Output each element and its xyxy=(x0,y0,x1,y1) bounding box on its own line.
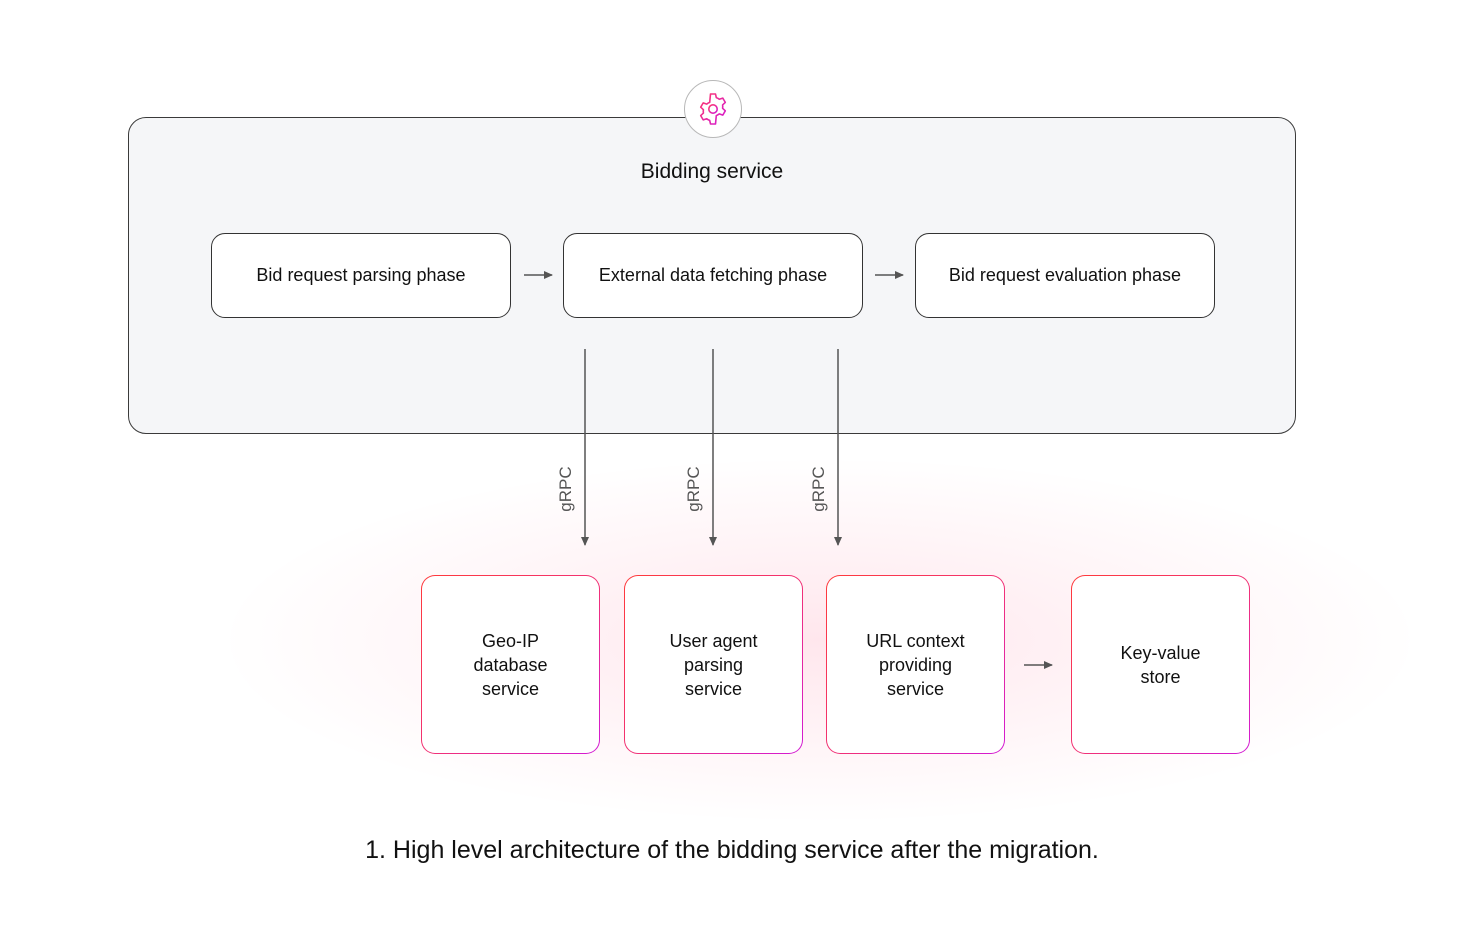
phase-external-data-fetching: External data fetching phase xyxy=(563,233,863,318)
service-label: Key-value store xyxy=(1120,642,1201,687)
figure-caption: 1. High level architecture of the biddin… xyxy=(365,836,1099,864)
grpc-label: gRPC xyxy=(556,466,575,512)
service-user-agent-parsing: User agent parsing service xyxy=(624,575,803,754)
phase-label: Bid request parsing phase xyxy=(256,265,466,285)
gear-icon xyxy=(699,93,727,125)
service-url-context-providing: URL context providing service xyxy=(826,575,1005,754)
grpc-label: gRPC xyxy=(809,466,828,512)
bidding-service-title: Bidding service xyxy=(640,160,784,183)
grpc-label: gRPC xyxy=(684,466,703,512)
phase-bid-request-evaluation: Bid request evaluation phase xyxy=(915,233,1215,318)
service-label: Geo-IP database service xyxy=(473,630,548,699)
service-key-value-store: Key-value store xyxy=(1071,575,1250,754)
service-label: URL context providing service xyxy=(866,630,965,699)
gear-badge xyxy=(684,80,742,138)
service-geo-ip-database: Geo-IP database service xyxy=(421,575,600,754)
service-label: User agent parsing service xyxy=(669,630,758,699)
phase-label: External data fetching phase xyxy=(598,265,828,285)
phase-bid-request-parsing: Bid request parsing phase xyxy=(211,233,511,318)
phase-label: Bid request evaluation phase xyxy=(948,265,1182,285)
